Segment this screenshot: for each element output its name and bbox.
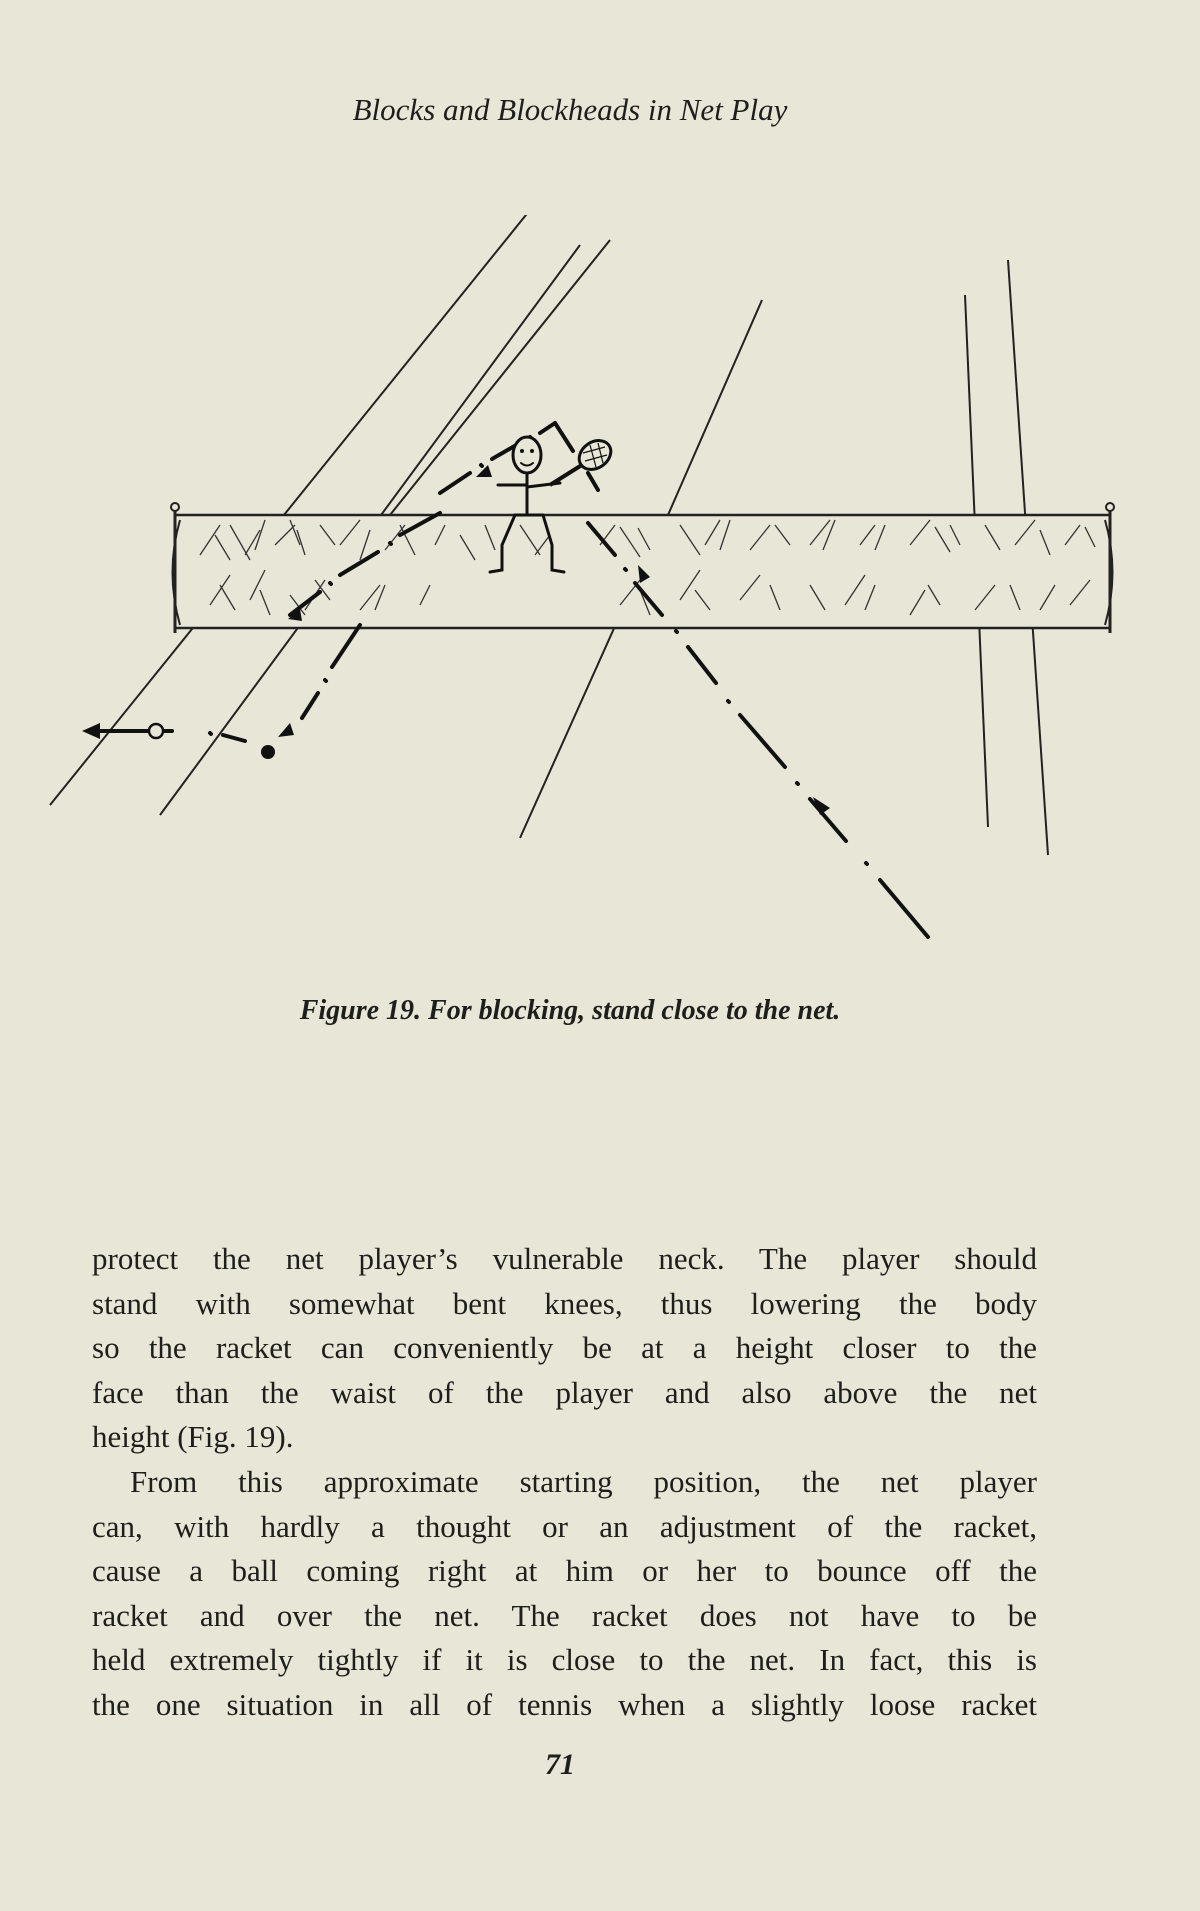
ball-path-icon bbox=[88, 421, 930, 939]
running-head: Blocks and Blockheads in Net Play bbox=[352, 92, 788, 127]
incoming-arrow-icon bbox=[638, 565, 650, 583]
tennis-racket-icon bbox=[548, 439, 613, 487]
text-line: so the racket can conveniently be at a h… bbox=[92, 1330, 1037, 1366]
text-line: can, with hardly a thought or an adjustm… bbox=[92, 1508, 1037, 1544]
figure-19 bbox=[40, 215, 1150, 955]
deflect-arrow-icon bbox=[476, 465, 492, 477]
ball-filled-circle-icon bbox=[261, 745, 275, 759]
text-line: face than the waist of the player and al… bbox=[92, 1374, 1037, 1410]
text-line: the one situation in all of tennis when … bbox=[92, 1686, 1037, 1722]
text-line: height (Fig. 19). bbox=[92, 1419, 294, 1455]
net-play-illustration bbox=[49, 215, 1115, 939]
arrow-left-icon bbox=[82, 723, 100, 739]
text-line: cause a ball coming right at him or her … bbox=[92, 1553, 1037, 1589]
arrow-heads bbox=[82, 465, 830, 815]
text-line: stand with somewhat bent knees, thus low… bbox=[92, 1285, 1037, 1321]
page-number: 71 bbox=[545, 1748, 575, 1781]
text-line: racket and over the net. The racket does… bbox=[92, 1597, 1037, 1633]
ball-open-circle-icon bbox=[147, 722, 165, 740]
tennis-net-icon bbox=[170, 502, 1115, 633]
text-line: protect the net player’s vulnerable neck… bbox=[92, 1241, 1037, 1276]
deflect-arrow-icon bbox=[288, 609, 302, 621]
bounce-arrow-icon bbox=[278, 723, 294, 737]
incoming-arrow-icon bbox=[813, 797, 830, 815]
body-text: protect the net player’s vulnerable neck… bbox=[92, 1237, 1037, 1728]
figure-caption: Figure 19. For blocking, stand close to … bbox=[299, 995, 841, 1026]
stick-figure-player-icon bbox=[488, 435, 566, 574]
text-line: held extremely tightly if it is close to… bbox=[92, 1642, 1037, 1678]
text-line: From this approximate starting position,… bbox=[130, 1463, 1037, 1499]
